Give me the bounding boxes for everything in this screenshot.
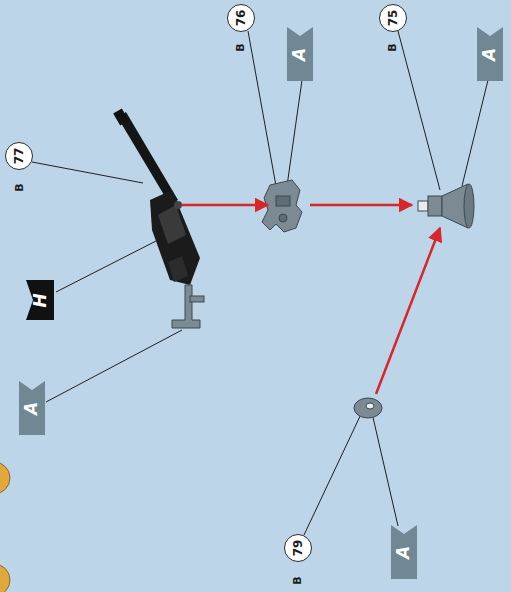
marking-flag: A: [391, 525, 417, 579]
sheet-letter: B: [234, 43, 245, 51]
flag-letter: A: [395, 545, 412, 558]
callout-number: 75: [387, 10, 399, 27]
callout-number: 76: [235, 10, 247, 27]
gun-part: [113, 108, 204, 328]
cone-part: [418, 184, 474, 228]
marking-flag: A: [287, 27, 313, 81]
sheet-letter: B: [13, 183, 24, 191]
page-marker: [0, 564, 10, 592]
sheet-letter: B: [386, 43, 397, 51]
flag-letter: A: [481, 47, 498, 60]
callout-circle: 79: [284, 534, 312, 562]
assembly-arrows: [182, 205, 440, 394]
flag-letter: A: [291, 47, 308, 60]
marking-flag: H: [26, 280, 54, 320]
marking-flag: A: [477, 27, 503, 81]
page-marker: [0, 462, 10, 494]
callout-number: 77: [13, 148, 25, 165]
callout-number: 79: [292, 540, 304, 557]
flag-letter: H: [31, 293, 48, 307]
leader-lines: [32, 31, 488, 535]
disc-part: [354, 398, 382, 418]
callout-circle: 76: [227, 4, 255, 32]
sheet-letter: B: [291, 576, 302, 584]
flag-letter: A: [23, 401, 40, 414]
marking-flag: A: [19, 381, 45, 435]
callout-circle: 77: [5, 142, 33, 170]
callout-circle: 75: [379, 4, 407, 32]
